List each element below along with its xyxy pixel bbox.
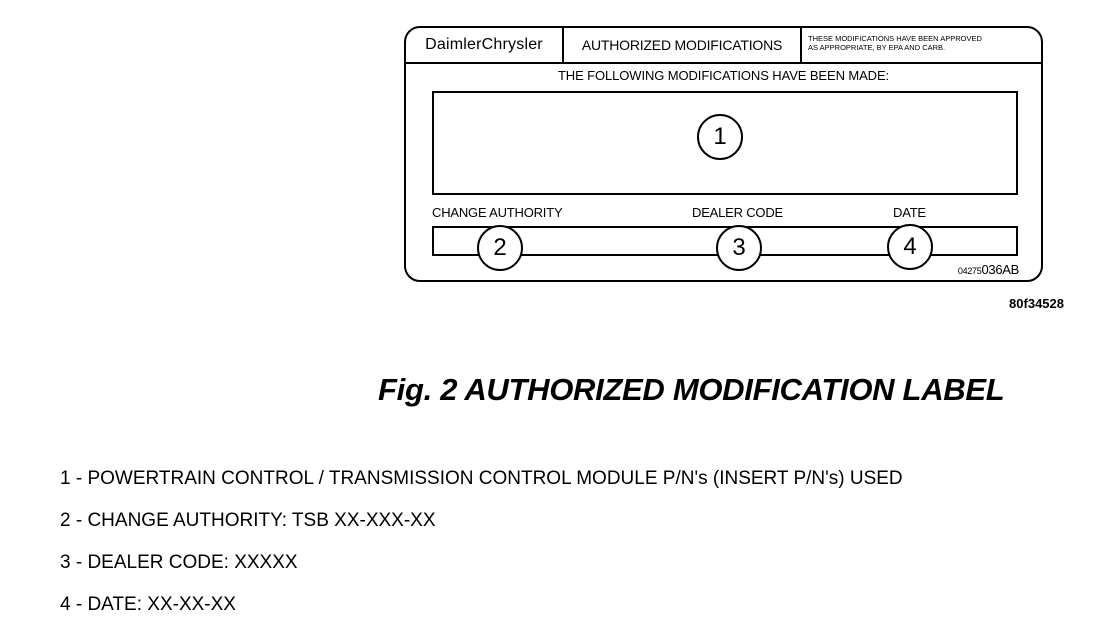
callout-1: 1 — [697, 114, 743, 160]
legend-item-4: 4 - DATE: XX-XX-XX — [60, 594, 236, 615]
change-authority-label: CHANGE AUTHORITY — [432, 205, 563, 220]
part-code-suffix: 036AB — [981, 262, 1019, 277]
label-brand: DaimlerChrysler — [406, 28, 564, 62]
header-divider — [406, 62, 1041, 64]
approval-note-line-1: THESE MODIFICATIONS HAVE BEEN APPROVED — [808, 34, 982, 43]
figure-id: 80f34528 — [1009, 296, 1064, 311]
callout-3: 3 — [716, 225, 762, 271]
legend-item-1: 1 - POWERTRAIN CONTROL / TRANSMISSION CO… — [60, 468, 903, 489]
legend-item-3: 3 - DEALER CODE: XXXXX — [60, 552, 298, 573]
label-approval-note: THESE MODIFICATIONS HAVE BEEN APPROVED A… — [802, 28, 1041, 62]
figure-caption: Fig. 2 AUTHORIZED MODIFICATION LABEL — [378, 372, 1005, 407]
dealer-code-label: DEALER CODE — [692, 205, 783, 220]
part-code-prefix: 04275 — [957, 266, 982, 276]
modifications-box — [432, 91, 1018, 195]
legend-item-2: 2 - CHANGE AUTHORITY: TSB XX-XXX-XX — [60, 510, 436, 531]
date-label: DATE — [893, 205, 926, 220]
approval-note-line-2: AS APPROPRIATE, BY EPA AND CARB. — [808, 43, 946, 52]
label-part-code: 04275036AB — [958, 262, 1019, 277]
callout-2: 2 — [477, 225, 523, 271]
legend-list: 1 - POWERTRAIN CONTROL / TRANSMISSION CO… — [60, 467, 903, 635]
label-title: AUTHORIZED MODIFICATIONS — [564, 28, 802, 62]
callout-4: 4 — [887, 224, 933, 270]
modification-label-illustration: DaimlerChrysler AUTHORIZED MODIFICATIONS… — [404, 26, 1043, 282]
modifications-heading: THE FOLLOWING MODIFICATIONS HAVE BEEN MA… — [557, 68, 890, 83]
